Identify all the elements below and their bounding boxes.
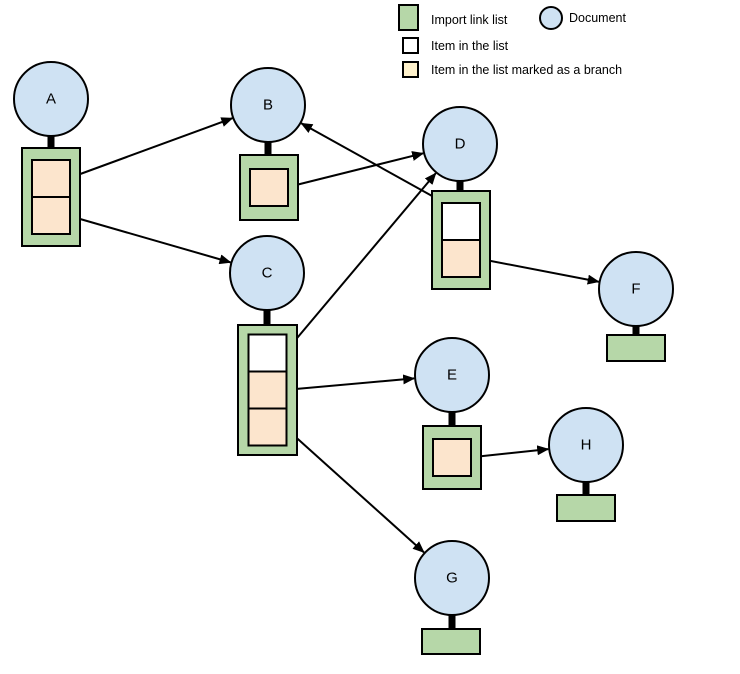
document-node-e: E [414,337,490,490]
legend-swatch-import-link-list [398,4,419,31]
legend-label-document: Document [569,11,626,25]
edge-e-to-h [468,445,550,459]
nodes: A B C D E F G H [13,61,674,655]
legend-label-item: Item in the list [431,39,509,53]
document-label: E [447,367,457,384]
document-node-g: G [414,540,490,655]
list-item-branch [31,159,71,198]
edge-c-to-g [283,426,425,554]
legend-label-import-link-list: Import link list [431,13,508,27]
document-node-f: F [598,251,674,362]
document-label: B [263,97,273,114]
edge-c-to-e [284,374,416,391]
document-label: F [631,281,640,298]
import-link-list [606,334,666,362]
document-circle [548,407,624,483]
import-link-list [421,628,481,655]
document-node-a: A [13,61,89,247]
document-label: H [581,437,592,454]
edge-a-to-b [67,117,234,180]
edge-b-to-d [285,151,425,189]
document-circle [13,61,89,137]
list-item-branch [247,370,288,410]
legend-label-branch-item: Item in the list marked as a branch [431,63,622,77]
document-label: G [446,570,458,587]
list-item [441,202,481,241]
document-node-b: B [230,67,306,221]
document-circle [414,540,490,616]
document-node-c: C [229,235,305,456]
document-circle [422,106,498,182]
document-circle [598,251,674,327]
document-node-d: D [422,106,498,290]
document-node-h: H [548,407,624,522]
document-circle [414,337,490,413]
edge-a-to-c [67,214,232,265]
list-item-branch [432,438,472,477]
document-label: C [262,265,273,282]
document-label: D [455,136,466,153]
list-item-branch [441,239,481,278]
list-item [247,333,288,373]
list-item-branch [247,407,288,447]
document-label: A [46,91,56,108]
edges [67,117,600,554]
import-link-list [556,494,616,522]
document-circle [230,67,306,143]
legend-swatch-document [539,6,563,30]
list-item-branch [31,196,71,235]
list-item-branch [249,168,289,207]
legend: Import link list Document Item in the li… [398,4,626,78]
legend-swatch-item [402,37,419,54]
legend-swatch-branch-item [402,61,419,78]
document-circle [229,235,305,311]
edge-d-to-f [477,257,600,285]
edge-c-to-d [283,172,437,354]
